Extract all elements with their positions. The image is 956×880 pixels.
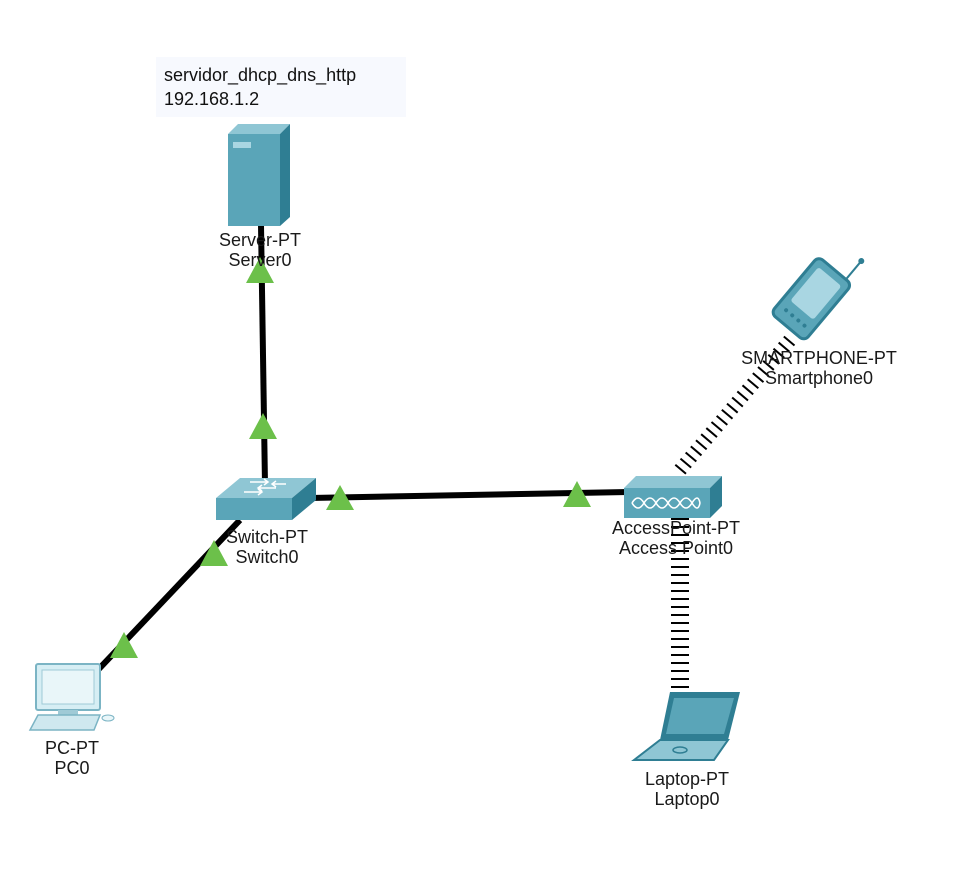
link-status-indicators — [110, 257, 591, 658]
accesspoint-label: AccessPoint-PT Access Point0 — [612, 518, 740, 558]
access-point-icon[interactable] — [624, 476, 722, 518]
smartphone-name-label: Smartphone0 — [764, 368, 874, 388]
switch-icon[interactable] — [216, 478, 316, 520]
laptop-model-label: Laptop-PT — [644, 769, 730, 789]
accesspoint-model-label: AccessPoint-PT — [611, 518, 741, 538]
smartphone-icon[interactable] — [771, 236, 870, 342]
laptop-label: Laptop-PT Laptop0 — [645, 769, 729, 809]
server-annotation-note[interactable]: servidor_dhcp_dns_http 192.168.1.2 — [156, 57, 406, 117]
link-up-triangle — [200, 540, 228, 566]
switch-model-label: Switch-PT — [225, 527, 309, 547]
smartphone-label: SMARTPHONE-PT Smartphone0 — [741, 348, 897, 388]
server-label: Server-PT Server0 — [219, 230, 301, 270]
server-icon[interactable] — [228, 124, 290, 226]
laptop-icon[interactable] — [631, 692, 740, 761]
pc-label: PC-PT PC0 — [45, 738, 99, 778]
server-model-label: Server-PT — [218, 230, 302, 250]
switch-name-label: Switch0 — [235, 547, 299, 567]
smartphone-model-label: SMARTPHONE-PT — [741, 348, 897, 368]
link-up-triangle — [563, 481, 591, 507]
accesspoint-name-label: Access Point0 — [618, 538, 734, 558]
pc-name-label: PC0 — [54, 758, 90, 778]
server-name-label: Server0 — [228, 250, 292, 270]
note-hostname: servidor_dhcp_dns_http — [164, 65, 357, 85]
link-up-triangle — [110, 632, 138, 658]
link-up-triangle — [326, 485, 354, 510]
laptop-name-label: Laptop0 — [654, 789, 720, 809]
link-up-triangle — [246, 257, 274, 283]
link-up-triangle — [249, 413, 277, 439]
pc-icon[interactable] — [28, 663, 115, 731]
switch-label: Switch-PT Switch0 — [226, 527, 308, 567]
pc-model-label: PC-PT — [45, 738, 99, 758]
note-ip-address: 192.168.1.2 — [164, 89, 260, 109]
